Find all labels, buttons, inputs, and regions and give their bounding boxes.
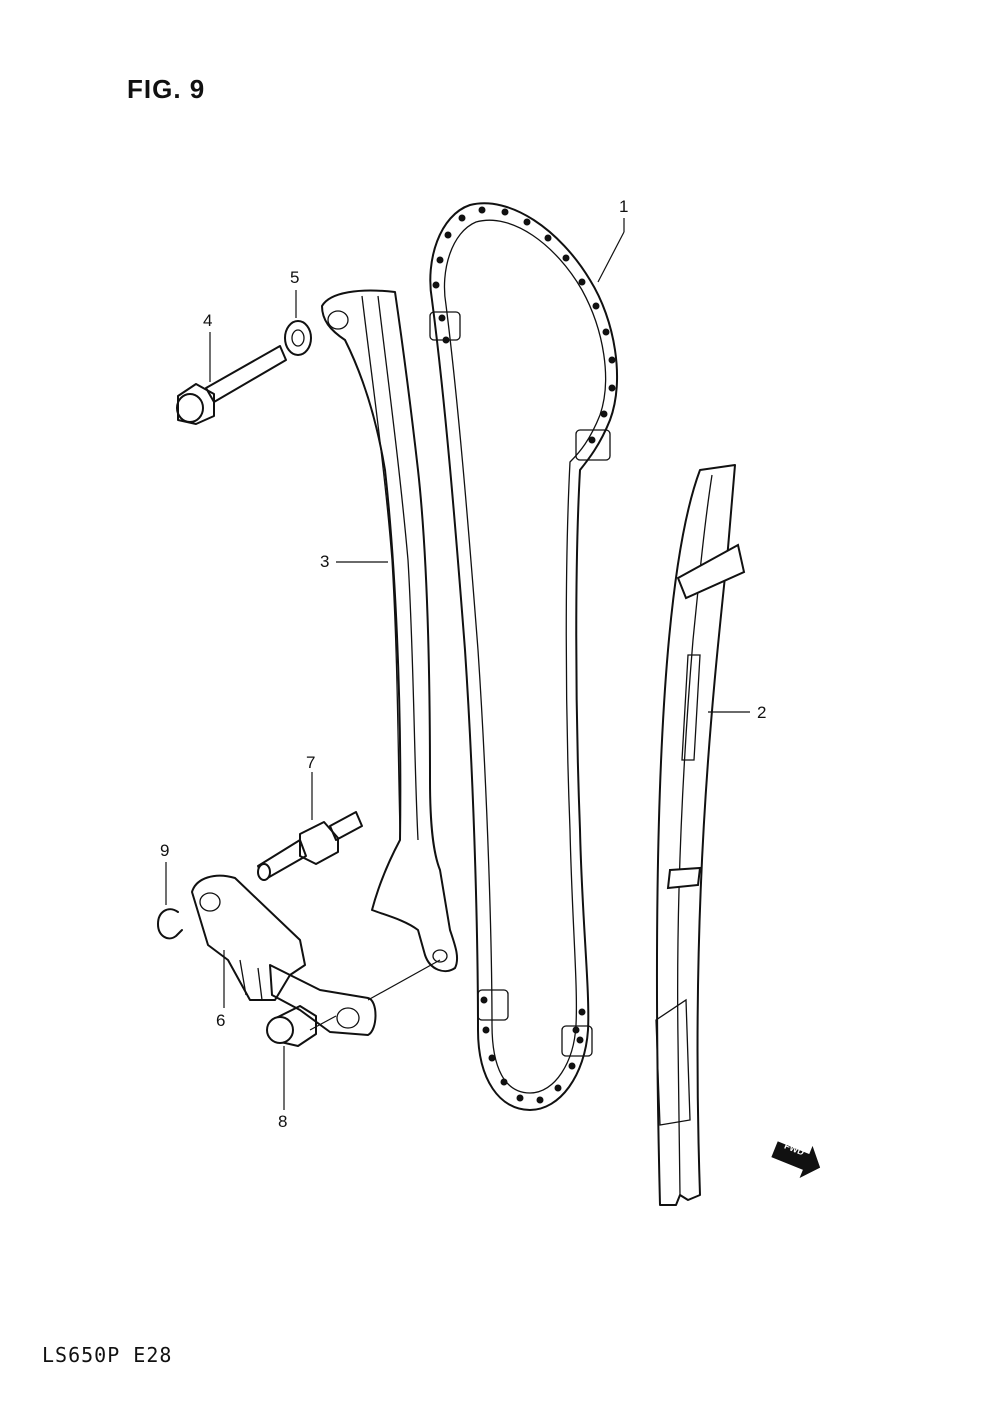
callout-5: 5 [290, 268, 300, 287]
chain-guide-icon [655, 464, 746, 1206]
washer-icon [284, 320, 312, 356]
figure-title: FIG. 9 [127, 74, 206, 104]
chain-tensioner-icon [321, 289, 459, 973]
callout-6: 6 [216, 1011, 226, 1030]
callout-9: 9 [160, 841, 170, 860]
callout-3: 3 [320, 552, 330, 571]
leader-line-1 [597, 231, 625, 283]
callout-8: 8 [278, 1112, 288, 1131]
stud-icon [257, 811, 363, 881]
circlip-icon [157, 908, 183, 940]
model-code: LS650P E28 [42, 1343, 173, 1367]
callout-1: 1 [619, 197, 629, 216]
leader-line-6b [367, 959, 441, 1001]
callout-2: 2 [757, 703, 767, 722]
callout-4: 4 [203, 311, 213, 330]
bolt-icon [266, 1005, 337, 1047]
fwd-arrow-icon [771, 1141, 821, 1179]
bolt-icon [176, 345, 287, 425]
cam-chain-icon [429, 202, 619, 1111]
callout-7: 7 [306, 753, 316, 772]
